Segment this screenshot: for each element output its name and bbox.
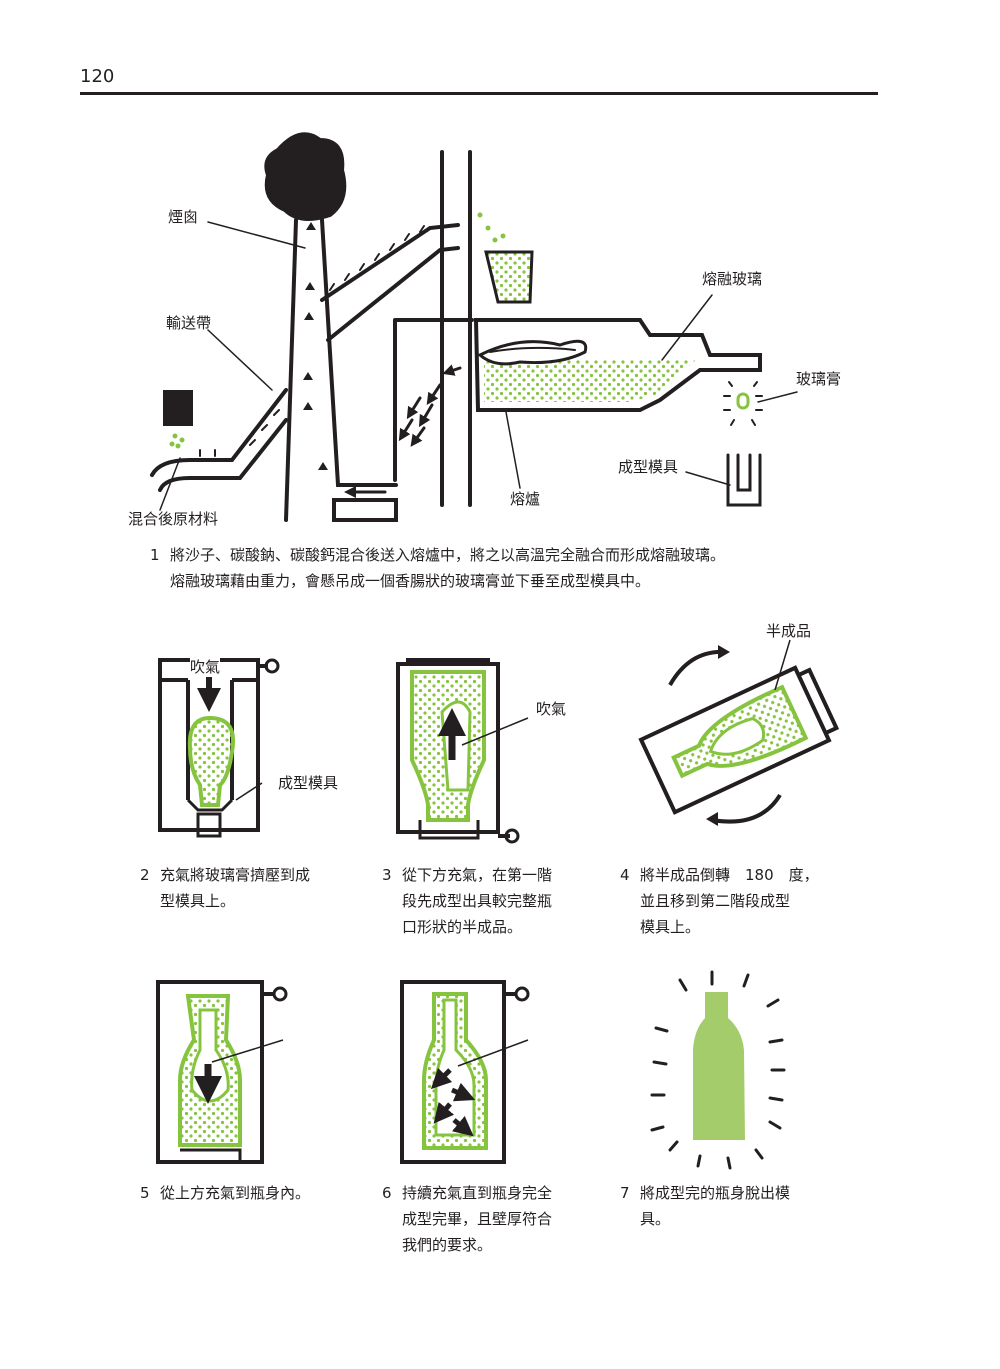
label-conveyor: 輸送帶	[166, 314, 212, 332]
gob-in-mold	[187, 715, 235, 807]
step5-number: 5	[140, 1184, 150, 1202]
rotate-arrow-bottom	[711, 793, 782, 824]
glow-ticks	[650, 970, 786, 1170]
header-rule	[80, 92, 878, 95]
step3-diagram	[396, 658, 529, 844]
glass-gob	[736, 392, 750, 410]
step1-leaders	[159, 221, 798, 511]
step4-number: 4	[620, 866, 630, 884]
step1-caption: 1 將沙子、碳酸鈉、碳酸鈣混合後送入熔爐中，將之以高溫完全融合而形成熔融玻璃。 熔…	[150, 542, 850, 594]
base-box	[332, 498, 398, 522]
step7-diagram	[650, 970, 786, 1170]
label-mixed-materials: 混合後原材料	[128, 510, 219, 528]
flame	[477, 339, 588, 366]
smoke-cloud	[264, 132, 347, 221]
label-step2-blow: 吹氣	[190, 656, 221, 677]
page-number: 120	[80, 66, 115, 87]
step3-line3: 口形狀的半成品。	[402, 918, 523, 936]
step7-number: 7	[620, 1184, 630, 1202]
molten-glass-pool	[484, 360, 696, 402]
step2-diagram	[158, 658, 280, 838]
label-step4-semi: 半成品	[766, 622, 812, 640]
conveyor-teeth	[199, 203, 425, 457]
material-hopper	[163, 390, 193, 426]
step5-line1: 從上方充氣到瓶身內。	[160, 1184, 311, 1202]
step3-caption: 3 從下方充氣，在第一階 段先成型出具較完整瓶 口形狀的半成品。	[382, 862, 602, 940]
conveyor-upper	[320, 223, 460, 342]
label-chimney: 煙囪	[168, 208, 199, 226]
step1-line2: 熔融玻璃藉由重力，會懸吊成一個香腸狀的玻璃膏並下垂至成型模具中。	[170, 572, 651, 590]
label-furnace: 熔爐	[510, 490, 541, 508]
label-mold: 成型模具	[618, 458, 679, 476]
step6-line2: 成型完畢，且壁厚符合	[402, 1210, 553, 1228]
step2-number: 2	[140, 866, 150, 884]
duct-arrows	[398, 364, 462, 447]
step4-line1: 將半成品倒轉 180 度，	[640, 866, 819, 884]
step1-number: 1	[150, 546, 160, 564]
step6-diagram	[400, 980, 530, 1164]
step4-line3: 模具上。	[640, 918, 701, 936]
glass-hopper	[484, 250, 534, 304]
step2-caption: 2 充氣將玻璃膏擠壓到成 型模具上。	[140, 862, 360, 914]
step4-diagram	[638, 639, 840, 826]
step3-line2: 段先成型出具較完整瓶	[402, 892, 553, 910]
label-step3-blow: 吹氣	[536, 700, 567, 718]
step1-diagram	[150, 132, 798, 522]
step4-caption: 4 將半成品倒轉 180 度， 並且移到第二階段成型 模具上。	[620, 862, 840, 940]
step5-caption: 5 從上方充氣到瓶身內。	[140, 1180, 360, 1206]
label-gob: 玻璃膏	[796, 370, 842, 388]
step2-line1: 充氣將玻璃膏擠壓到成	[160, 866, 311, 884]
conveyor-lower	[150, 388, 288, 492]
chimney	[284, 218, 398, 522]
label-step2-mold: 成型模具	[278, 774, 339, 792]
step4-line2: 並且移到第二階段成型	[640, 892, 791, 910]
duct	[393, 318, 474, 482]
step6-caption: 6 持續充氣直到瓶身完全 成型完畢，且壁厚符合 我們的要求。	[382, 1180, 602, 1258]
feed-column	[440, 150, 472, 507]
step5-diagram	[156, 980, 288, 1164]
step7-line2: 具。	[640, 1210, 671, 1228]
furnace	[473, 318, 762, 412]
step1-line1: 將沙子、碳酸鈉、碳酸鈣混合後送入熔爐中，將之以高溫完全融合而形成熔融玻璃。	[170, 546, 726, 564]
step3-number: 3	[382, 866, 392, 884]
step7-line1: 將成型完的瓶身脫出模	[640, 1184, 791, 1202]
rotate-arrow-top	[668, 649, 726, 686]
step3-line1: 從下方充氣，在第一階	[402, 866, 553, 884]
finished-bottle	[693, 992, 745, 1140]
mold-small	[726, 453, 762, 507]
chimney-arrows	[303, 222, 328, 470]
label-molten-glass: 熔融玻璃	[702, 270, 763, 288]
step7-caption: 7 將成型完的瓶身脫出模 具。	[620, 1180, 840, 1232]
step6-number: 6	[382, 1184, 392, 1202]
step6-line3: 我們的要求。	[402, 1236, 493, 1254]
step6-line1: 持續充氣直到瓶身完全	[402, 1184, 553, 1202]
material-falling	[169, 433, 185, 449]
step2-line2: 型模具上。	[160, 892, 236, 910]
